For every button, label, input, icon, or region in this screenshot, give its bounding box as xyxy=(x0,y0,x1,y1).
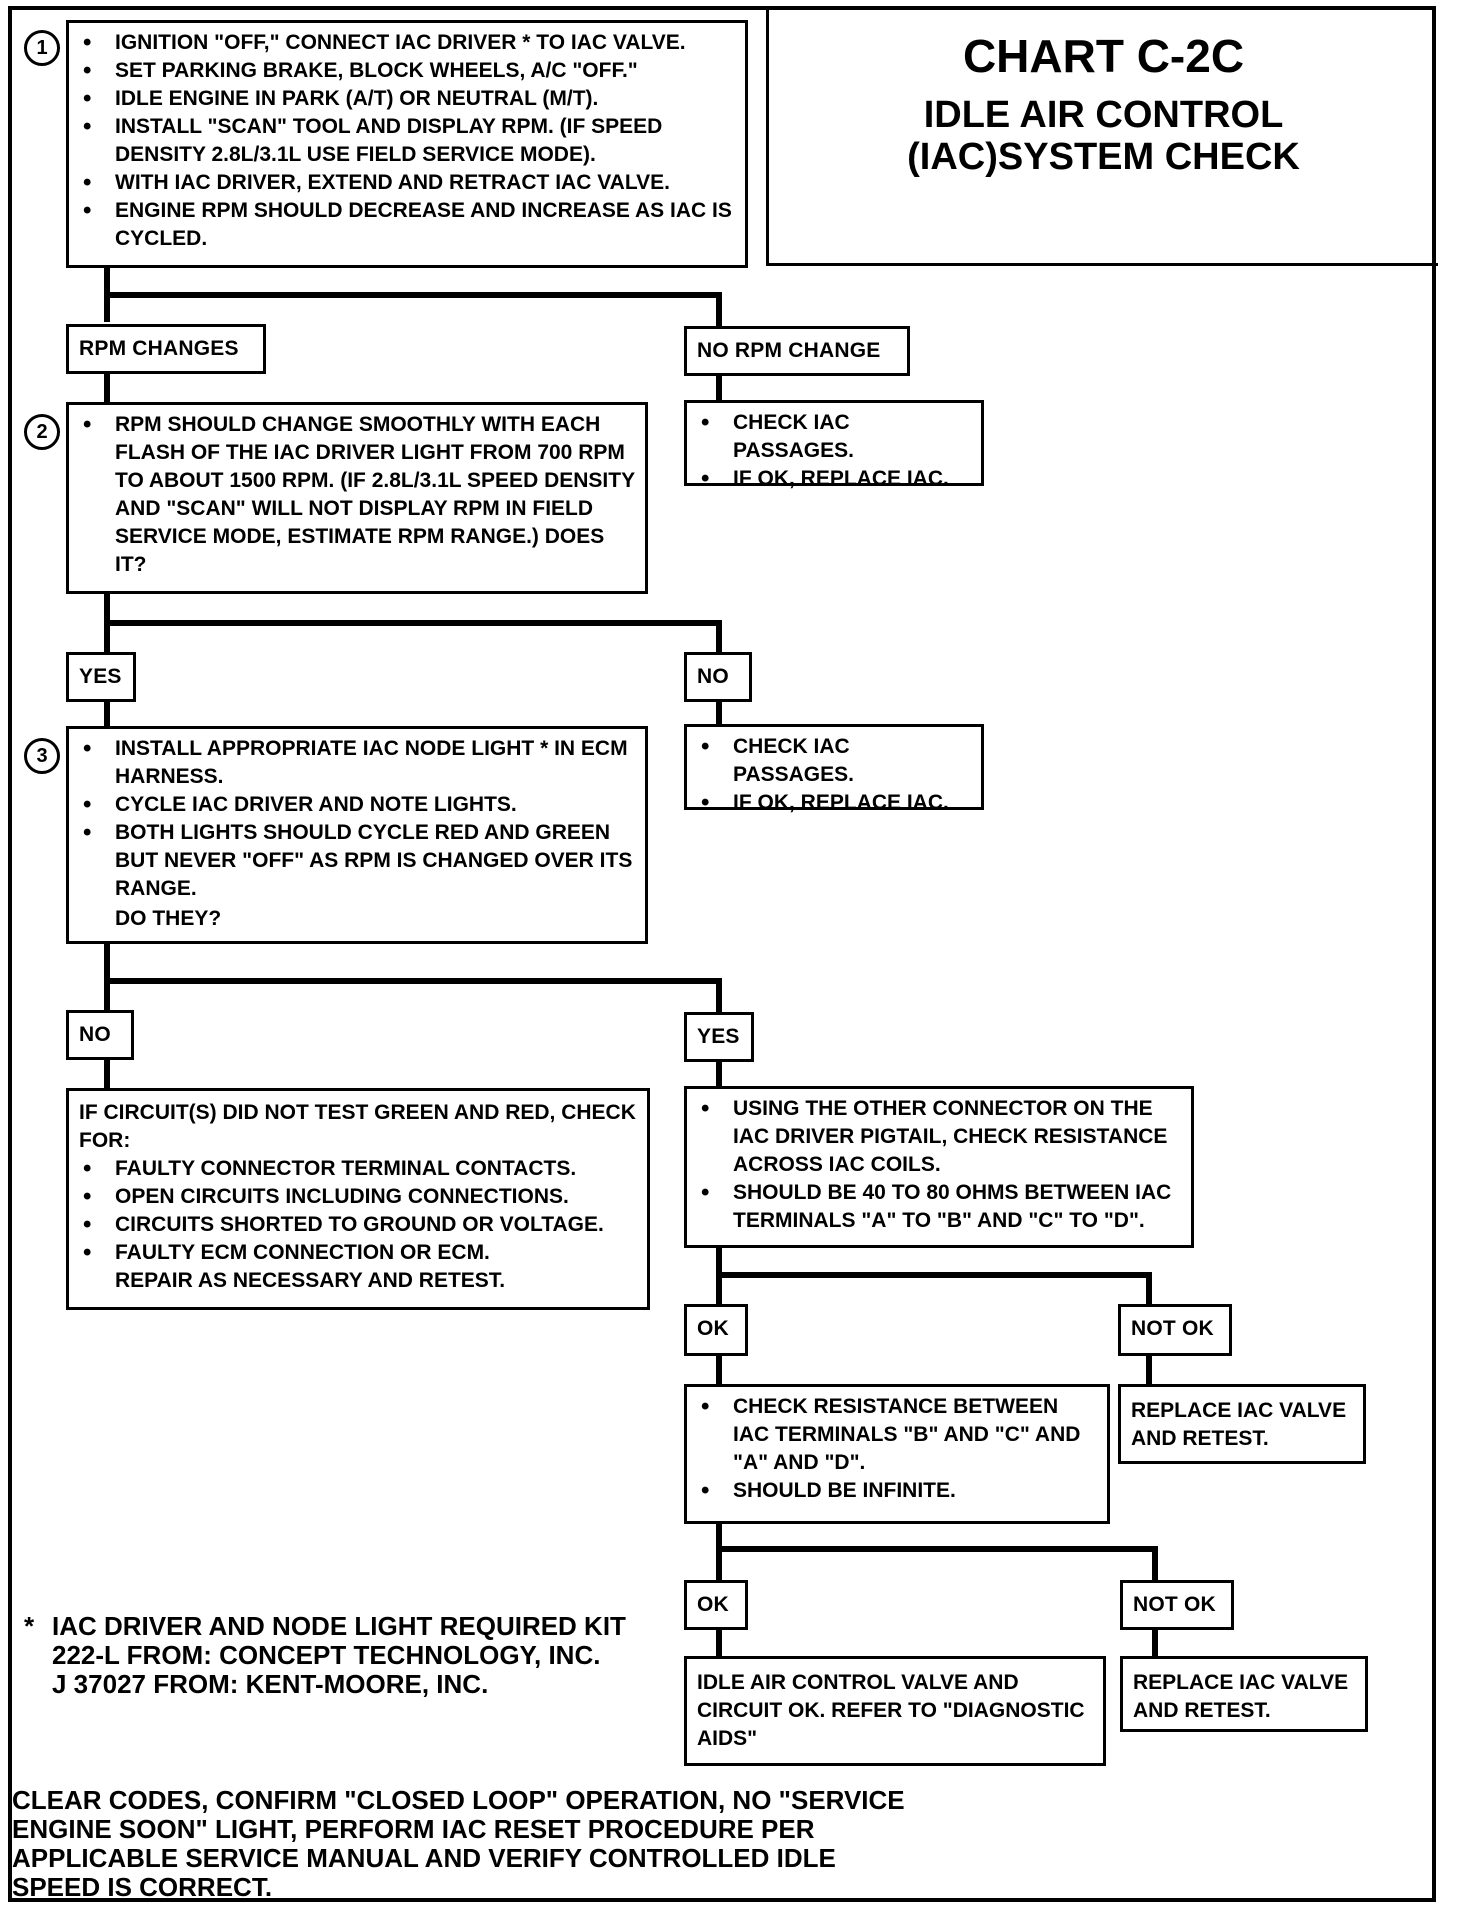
infinite-resistance-box: CHECK RESISTANCE BETWEEN IAC TERMINALS "… xyxy=(684,1384,1110,1524)
no-label: NO xyxy=(66,1010,134,1060)
final-instructions: CLEAR CODES, CONFIRM "CLOSED LOOP" OPERA… xyxy=(12,1785,905,1902)
no-action-box: CHECK IAC PASSAGES. IF OK, REPLACE IAC. xyxy=(684,724,984,817)
chart-id: CHART C-2C xyxy=(962,30,1245,82)
coil-resistance-box: USING THE OTHER CONNECTOR ON THE IAC DRI… xyxy=(684,1086,1194,1248)
connector-line xyxy=(104,978,722,984)
yes-label: YES xyxy=(684,1012,754,1062)
not-ok-label: NOT OK xyxy=(1120,1580,1234,1630)
connector-line xyxy=(716,700,722,726)
step-3-item: CYCLE IAC DRIVER AND NOTE LIGHTS. xyxy=(79,791,637,819)
replace-iac-box: REPLACE IAC VALVE AND RETEST. xyxy=(1118,1384,1366,1464)
title-block: CHART C-2C IDLE AIR CONTROL (IAC)SYSTEM … xyxy=(766,8,1438,266)
circuit-check-item: CIRCUITS SHORTED TO GROUND OR VOLTAGE. xyxy=(79,1211,639,1239)
connector-line xyxy=(1152,1546,1158,1582)
step-1-item: SET PARKING BRAKE, BLOCK WHEELS, A/C "OF… xyxy=(79,57,737,85)
connector-line xyxy=(104,1058,110,1090)
coil-resistance-item: SHOULD BE 40 TO 80 OHMS BETWEEN IAC TERM… xyxy=(697,1179,1183,1235)
no-label: NO xyxy=(684,652,752,702)
action-item: CHECK IAC PASSAGES. xyxy=(697,733,973,789)
chart-title: IDLE AIR CONTROL (IAC)SYSTEM CHECK xyxy=(907,94,1300,178)
infinite-resistance-item: SHOULD BE INFINITE. xyxy=(697,1477,1099,1505)
yes-label: YES xyxy=(66,652,136,702)
step-1-marker: 1 xyxy=(24,30,60,66)
connector-line xyxy=(716,978,722,1012)
circuit-check-intro: IF CIRCUIT(S) DID NOT TEST GREEN AND RED… xyxy=(79,1101,636,1152)
outer-frame xyxy=(8,6,1436,1902)
step-1-item: IGNITION "OFF," CONNECT IAC DRIVER * TO … xyxy=(79,29,737,57)
step-1-item: WITH IAC DRIVER, EXTEND AND RETRACT IAC … xyxy=(79,169,737,197)
footnote-line: J 37027 FROM: KENT-MOORE, INC. xyxy=(52,1669,489,1699)
step-1-item: IDLE ENGINE IN PARK (A/T) OR NEUTRAL (M/… xyxy=(79,85,737,113)
no-rpm-change-label: NO RPM CHANGE xyxy=(684,326,910,376)
connector-line xyxy=(716,1546,1158,1552)
step-3-item: BOTH LIGHTS SHOULD CYCLE RED AND GREEN B… xyxy=(79,819,637,903)
circuit-check-item: FAULTY ECM CONNECTION OR ECM. xyxy=(79,1239,639,1267)
step-3-box: INSTALL APPROPRIATE IAC NODE LIGHT * IN … xyxy=(66,726,648,944)
connector-line xyxy=(716,292,722,326)
circuit-check-item: FAULTY CONNECTOR TERMINAL CONTACTS. xyxy=(79,1155,639,1183)
footnote-marker: * xyxy=(24,1611,35,1641)
step-2-box: RPM SHOULD CHANGE SMOOTHLY WITH EACH FLA… xyxy=(66,402,648,594)
connector-line xyxy=(104,940,110,1010)
footnote-line: 222-L FROM: CONCEPT TECHNOLOGY, INC. xyxy=(52,1640,601,1670)
connector-line xyxy=(716,374,722,402)
kit-footnote: * IAC DRIVER AND NODE LIGHT REQUIRED KIT… xyxy=(24,1612,644,1699)
replace-iac-box: REPLACE IAC VALVE AND RETEST. xyxy=(1120,1656,1368,1732)
footnote-line: IAC DRIVER AND NODE LIGHT REQUIRED KIT xyxy=(52,1611,626,1641)
circuit-check-outro: REPAIR AS NECESSARY AND RETEST. xyxy=(115,1269,506,1292)
ok-label: OK xyxy=(684,1304,748,1356)
connector-line xyxy=(1152,1628,1158,1658)
connector-line xyxy=(716,1272,1152,1278)
connector-line xyxy=(716,1354,722,1386)
connector-line xyxy=(1146,1354,1152,1386)
circuit-check-box: IF CIRCUIT(S) DID NOT TEST GREEN AND RED… xyxy=(66,1088,650,1310)
connector-line xyxy=(716,620,722,654)
action-item: IF OK, REPLACE IAC. xyxy=(697,465,973,493)
rpm-changes-label: RPM CHANGES xyxy=(66,324,266,374)
infinite-resistance-item: CHECK RESISTANCE BETWEEN IAC TERMINALS "… xyxy=(697,1393,1099,1477)
connector-line xyxy=(1146,1272,1152,1308)
step-1-item: ENGINE RPM SHOULD DECREASE AND INCREASE … xyxy=(79,197,737,253)
coil-resistance-item: USING THE OTHER CONNECTOR ON THE IAC DRI… xyxy=(697,1095,1183,1179)
connector-line xyxy=(716,1058,722,1088)
circuit-check-item: OPEN CIRCUITS INCLUDING CONNECTIONS. xyxy=(79,1183,639,1211)
step-3-item: INSTALL APPROPRIATE IAC NODE LIGHT * IN … xyxy=(79,735,637,791)
step-1-item: INSTALL "SCAN" TOOL AND DISPLAY RPM. (IF… xyxy=(79,113,737,169)
not-ok-label: NOT OK xyxy=(1118,1304,1232,1356)
step-1-box: IGNITION "OFF," CONNECT IAC DRIVER * TO … xyxy=(66,20,748,268)
system-ok-box: IDLE AIR CONTROL VALVE AND CIRCUIT OK. R… xyxy=(684,1656,1106,1766)
connector-line xyxy=(104,292,722,298)
connector-line xyxy=(104,372,110,402)
step-2-marker: 2 xyxy=(24,414,60,450)
connector-line xyxy=(716,1628,722,1660)
action-item: CHECK IAC PASSAGES. xyxy=(697,409,973,465)
step-3-marker: 3 xyxy=(24,738,60,774)
action-item: IF OK, REPLACE IAC. xyxy=(697,789,973,817)
step-3-question: DO THEY? xyxy=(115,907,222,930)
ok-label: OK xyxy=(684,1580,748,1630)
connector-line xyxy=(104,620,722,626)
connector-line xyxy=(104,700,110,728)
no-rpm-change-action-box: CHECK IAC PASSAGES. IF OK, REPLACE IAC. xyxy=(684,400,984,493)
step-2-item: RPM SHOULD CHANGE SMOOTHLY WITH EACH FLA… xyxy=(79,411,637,579)
